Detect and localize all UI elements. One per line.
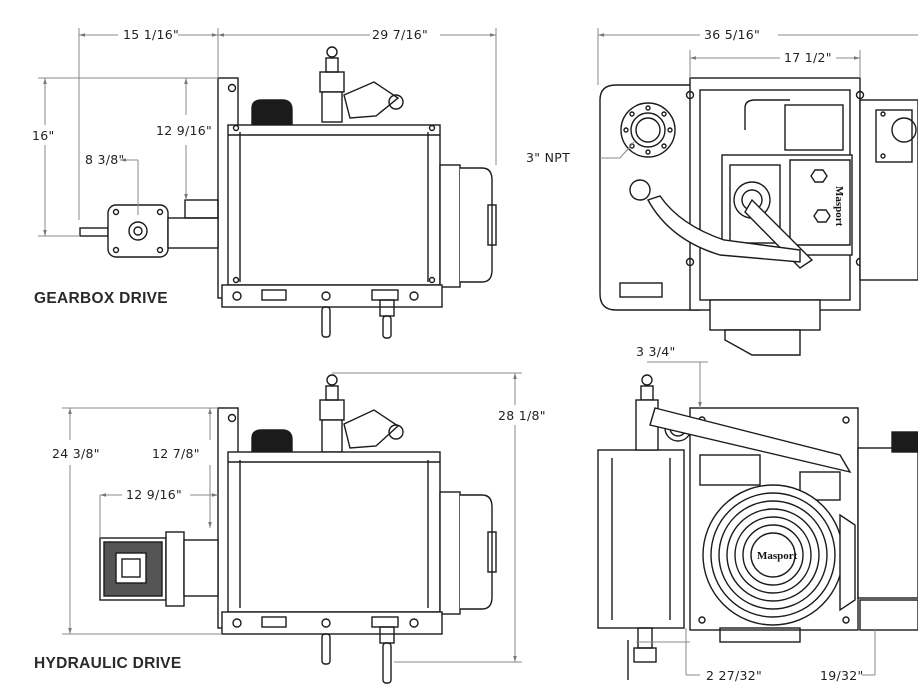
gearbox-drive-view <box>79 46 497 339</box>
main-tank <box>227 124 441 286</box>
dim-hd-shaft-offset: 12 9/16" <box>126 487 182 502</box>
hydraulic-drive-view <box>99 374 497 684</box>
dim-gb-height: 16" <box>32 128 55 143</box>
front-view <box>597 374 918 680</box>
dim-front-valve: 2 27/32" <box>706 668 762 683</box>
top-view-dims <box>597 28 918 159</box>
dim-gb-width-right: 29 7/16" <box>372 27 428 42</box>
hydraulic-dims <box>62 372 522 663</box>
dim-top-width: 36 5/16" <box>704 27 760 42</box>
hydraulic-drive-caption: HYDRAULIC DRIVE <box>34 655 181 672</box>
brand-label-front: Masport <box>757 550 798 562</box>
front-view-dims <box>636 361 876 676</box>
dim-front-foot: 19/32" <box>820 668 864 683</box>
gearbox-dims <box>38 28 497 237</box>
npt-label: 3" NPT <box>526 150 570 165</box>
dim-front-offset: 3 3/4" <box>636 344 676 359</box>
dim-gb-width-left: 15 1/16" <box>123 27 179 42</box>
dim-hd-height: 24 3/8" <box>52 446 100 461</box>
dim-gb-shaft-offset: 8 3/8" <box>85 152 125 167</box>
dim-gb-shaft-height: 12 9/16" <box>156 123 212 138</box>
dim-top-inner-width: 17 1/2" <box>784 50 832 65</box>
gearbox-drive-caption: GEARBOX DRIVE <box>34 290 168 307</box>
brand-label-top: Masport <box>833 186 845 227</box>
dim-hd-total-height: 28 1/8" <box>498 408 546 423</box>
top-view <box>599 77 918 356</box>
dim-hd-shaft-height: 12 7/8" <box>152 446 200 461</box>
